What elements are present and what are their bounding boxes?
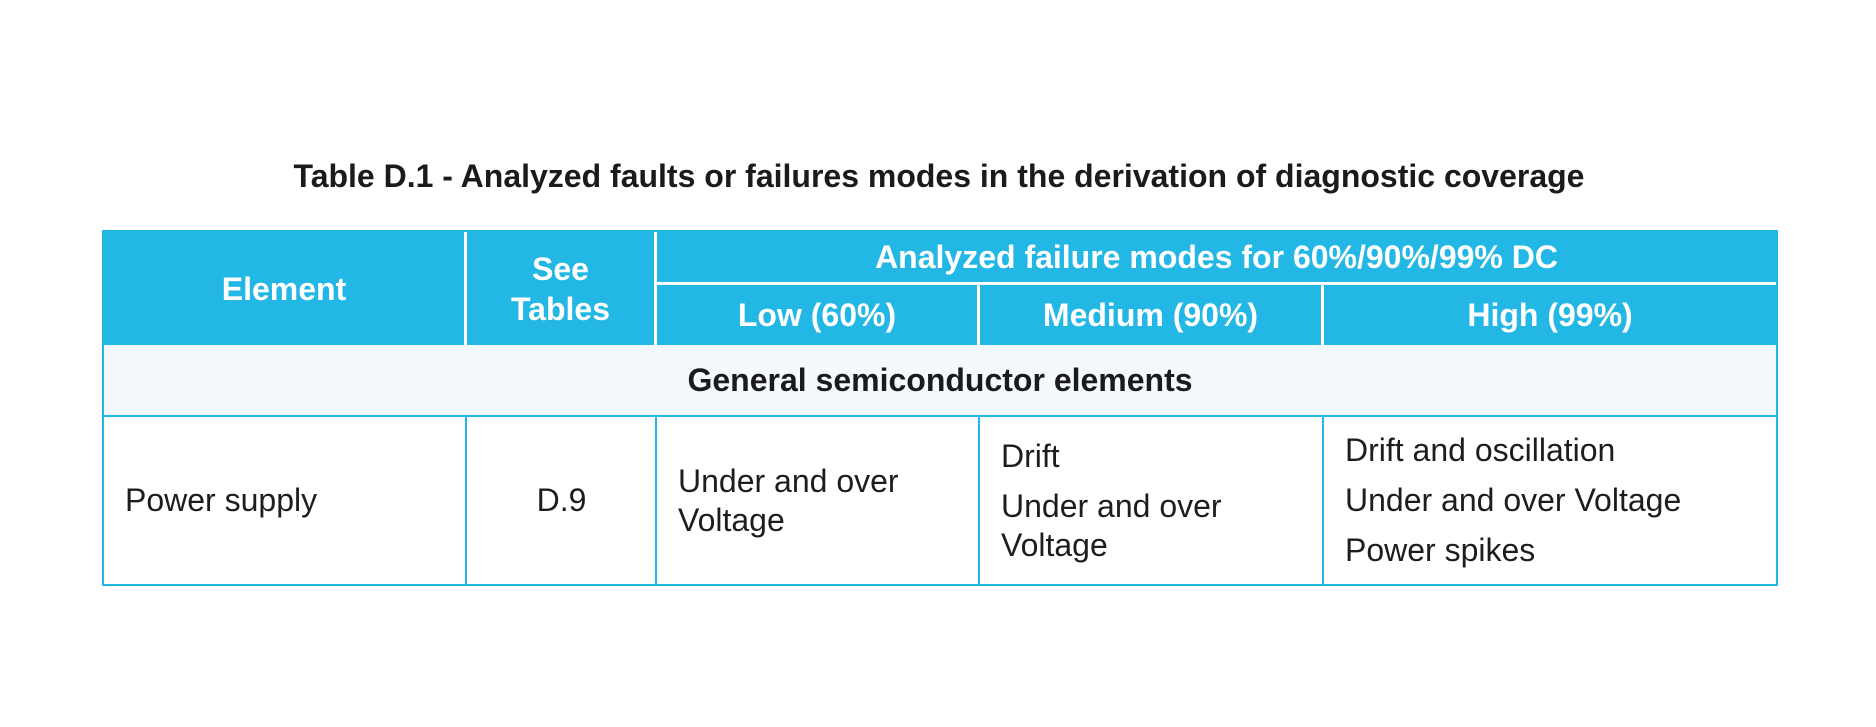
header-row-top: Element See Tables Analyzed failure mode… <box>104 232 1777 345</box>
low-column-header: Low (60%) <box>657 285 980 345</box>
element-column-header: Element <box>104 232 467 345</box>
failure-mode-item: Under and over Voltage <box>1345 482 1682 518</box>
failure-mode-item: Drift and oscillation <box>1345 432 1616 468</box>
header-row-sub: Low (60%) Medium (90%) High (99%) <box>104 285 1777 345</box>
see-tables-label: See Tables <box>511 250 610 327</box>
page-title: Table D.1 - Analyzed faults or failures … <box>293 158 1585 194</box>
section-row: General semiconductor elements <box>104 345 1777 417</box>
failure-modes-span-header: Analyzed failure modes for 60%/90%/99% D… <box>657 232 1777 285</box>
high-column-header: High (99%) <box>1324 285 1777 345</box>
failure-mode-item: Power spikes <box>1345 532 1536 568</box>
failure-mode-item: Under and over Voltage <box>678 462 899 538</box>
medium-column-header: Medium (90%) <box>980 285 1324 345</box>
failure-mode-item: Under and over Voltage <box>1001 487 1222 563</box>
element-cell: Power supply <box>104 417 467 584</box>
low-modes-cell: Under and over Voltage <box>657 417 980 584</box>
table-row: Power supply D.9 Under and over Voltage … <box>104 417 1777 584</box>
fault-modes-table: Element See Tables Analyzed failure mode… <box>102 230 1779 586</box>
section-row-label: General semiconductor elements <box>104 345 1777 417</box>
see-tables-cell: D.9 <box>467 417 657 584</box>
failure-mode-item: Drift <box>1001 437 1060 474</box>
see-tables-column-header: See Tables <box>467 232 657 345</box>
